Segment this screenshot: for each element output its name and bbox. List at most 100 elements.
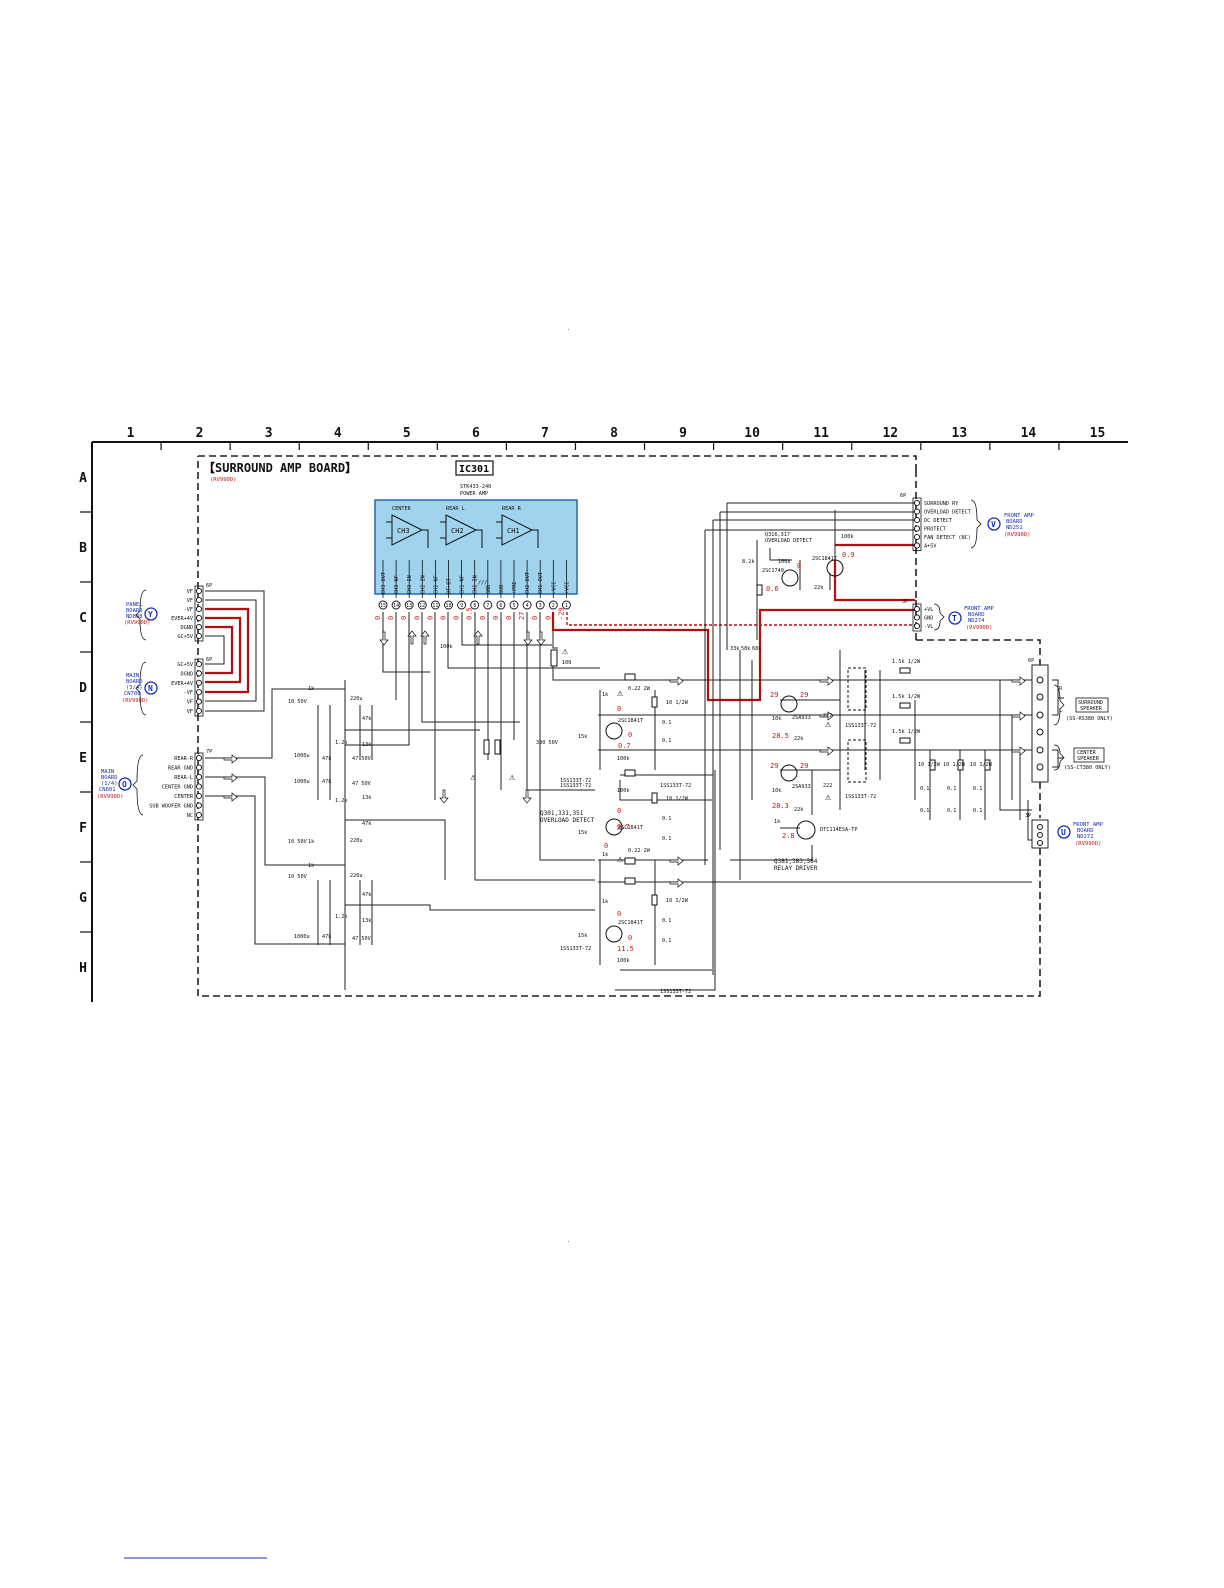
svg-text:(RV990D): (RV990D): [1075, 841, 1102, 847]
ic-pin: [470, 600, 480, 610]
connector-signal: GND: [924, 616, 933, 622]
connector-speaker-out: 6P R L SURROUND SPEAKER (SS-RS380 ONLY) …: [1028, 658, 1113, 771]
svg-text:.: .: [567, 1238, 570, 1244]
svg-text:47 50V: 47 50V: [352, 936, 371, 942]
svg-text:Q301,331,351: Q301,331,351: [540, 810, 584, 817]
svg-text:0: 0: [617, 910, 621, 918]
svg-text:BOARD: BOARD: [1006, 519, 1023, 525]
connector-signal: NC: [187, 813, 193, 819]
svg-text:28.3: 28.3: [772, 802, 789, 810]
ic-pin-name: GND: [486, 585, 492, 594]
svg-text:(3/4): (3/4): [126, 685, 143, 691]
svg-text:2SA933: 2SA933: [792, 784, 811, 790]
svg-text:11.5: 11.5: [617, 945, 634, 953]
svg-text:(RV990D): (RV990D): [122, 698, 149, 704]
ic-pin: [457, 600, 467, 610]
ic-pin-voltage: 0: [531, 616, 539, 620]
svg-text:1.5k 1/2W: 1.5k 1/2W: [892, 729, 921, 735]
svg-text:(RV990D): (RV990D): [966, 625, 993, 631]
connector-pin: [913, 508, 921, 515]
svg-text:0.1: 0.1: [947, 808, 956, 814]
ic-pin-voltage: 0: [505, 616, 513, 620]
svg-text:1k: 1k: [602, 692, 609, 698]
connector-pin: [913, 614, 921, 621]
ic-pin-number: 3: [539, 603, 542, 609]
svg-text:13k: 13k: [362, 795, 372, 801]
svg-text:15k: 15k: [578, 933, 588, 939]
svg-text:FRONT AMP: FRONT AMP: [1004, 513, 1034, 519]
board-letter-v: V: [991, 520, 996, 529]
svg-text:68k: 68k: [752, 646, 762, 652]
svg-text:6P: 6P: [206, 583, 212, 589]
grid-row-label: D: [79, 681, 87, 696]
ic-pin-name: CH1 NF: [460, 575, 466, 594]
svg-text:10 1/2W: 10 1/2W: [666, 700, 689, 706]
connector-pin: [195, 679, 203, 686]
svg-text:13k: 13k: [362, 918, 372, 924]
connector-signal: CENTER: [174, 794, 194, 800]
svg-text:BOARD: BOARD: [126, 608, 143, 614]
svg-text:.: .: [567, 326, 570, 332]
ic-pin-number: 15: [380, 603, 386, 609]
ic-pin: [548, 600, 558, 610]
connector-pin: [195, 792, 203, 800]
transistors: [483, 559, 991, 943]
svg-text:3P: 3P: [902, 599, 908, 605]
connector-pin: [913, 622, 921, 630]
ic-pin-number: 7: [486, 603, 489, 609]
ic-pin-number: 4: [526, 603, 529, 609]
ic-channel-group: REAR R: [502, 506, 522, 512]
svg-text:ND251: ND251: [1006, 525, 1023, 531]
grid-row-label: H: [79, 961, 87, 976]
grid-col-label: 2: [196, 426, 204, 441]
signal-arrows: [223, 630, 1026, 888]
svg-text:(1/4): (1/4): [101, 781, 118, 787]
caution-icon: ⚠: [617, 854, 624, 865]
svg-text:(RV990D): (RV990D): [124, 620, 151, 626]
svg-text:1SS133T-72: 1SS133T-72: [845, 723, 876, 729]
ic-pin-number: 8: [473, 603, 476, 609]
svg-text:100k: 100k: [778, 559, 791, 565]
connector-pin: [195, 773, 203, 781]
svg-text:1.2k: 1.2k: [335, 914, 348, 920]
svg-text:0.1: 0.1: [973, 786, 982, 792]
svg-text:2SA933: 2SA933: [792, 715, 811, 721]
svg-text:OVERLOAD DETECT: OVERLOAD DETECT: [540, 817, 595, 824]
caution-icons: ⚠ ⚠ ⚠ ⚠ ⚠ ⚠ ⚠ ⚠: [470, 646, 832, 865]
connector-pin: [195, 754, 203, 762]
svg-text:1k: 1k: [602, 899, 609, 905]
svg-text:0.7: 0.7: [617, 823, 630, 831]
svg-text:47k: 47k: [362, 716, 372, 722]
connector-pin: [195, 764, 203, 771]
svg-text:47k: 47k: [362, 821, 372, 827]
connector-pin: [913, 533, 921, 541]
ic-channel-group: REAR L: [446, 506, 465, 512]
connector-signal: VF: [187, 709, 193, 715]
svg-text:0.1: 0.1: [920, 808, 929, 814]
ic-pin-number: 10: [445, 603, 451, 609]
connector-pin: [913, 499, 921, 507]
svg-text:1k: 1k: [602, 852, 609, 858]
grid-row-label: G: [79, 891, 87, 906]
board-letter-n: N: [148, 684, 153, 693]
svg-text:BOARD: BOARD: [101, 775, 118, 781]
svg-text:220u: 220u: [350, 696, 363, 702]
connector-signal: GC+5V: [177, 662, 193, 668]
connector-signal: REAR-R: [174, 756, 194, 762]
ic301: IC301 STK433-240 POWER AMP CENTERCH3REAR…: [374, 460, 578, 610]
ic-pin-name: CH2 IN: [420, 575, 426, 594]
svg-text:10 1/2W: 10 1/2W: [943, 762, 966, 768]
svg-text:1SS133T-72: 1SS133T-72: [660, 989, 691, 995]
svg-text:DTC114ESA-TP: DTC114ESA-TP: [820, 827, 857, 833]
svg-text:47k: 47k: [322, 934, 332, 940]
svg-text:2SC1841T: 2SC1841T: [618, 825, 643, 831]
connector-pin: [913, 605, 921, 613]
connector-pin: [195, 670, 203, 677]
svg-text:0.1: 0.1: [662, 938, 671, 944]
svg-text:ND274: ND274: [968, 618, 985, 624]
ic-pin: [561, 600, 571, 610]
connector-signal: DGND: [181, 671, 194, 677]
grid-col-label: 3: [265, 426, 273, 441]
ic-pin-number: 12: [419, 603, 425, 609]
svg-text:29: 29: [770, 691, 778, 699]
